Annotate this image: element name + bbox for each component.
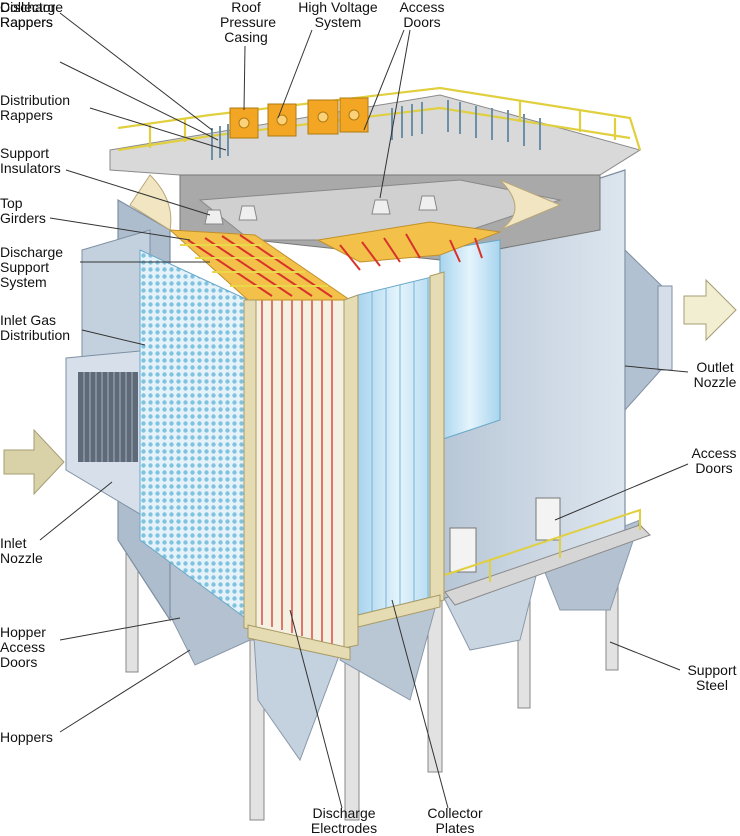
label-discharge-support-system: Discharge Support System: [0, 244, 64, 290]
label-inlet-nozzle: Inlet Nozzle: [0, 535, 43, 566]
label-outlet-nozzle: Outlet Nozzle: [693, 359, 737, 390]
label-support-insulators: Support Insulators: [0, 145, 61, 176]
discharge-electrodes: [261, 300, 333, 645]
label-roof-pressure-casing: Roof Pressure Casing: [220, 0, 277, 45]
top-girders: [168, 221, 502, 301]
label-distribution-rappers: Distribution Rappers: [0, 92, 71, 123]
label-discharge-electrodes: Discharge Electrodes: [310, 805, 378, 836]
label-collector-plates: Collector Plates: [427, 805, 483, 836]
label-hoppers: Hoppers: [0, 729, 53, 745]
discharge-electrode-frame: [247, 299, 351, 651]
label-discharge-rappers: Discharge Rappers: [0, 0, 64, 30]
leader-lines: [39, 12, 689, 809]
inlet-flow-arrow: [3, 428, 65, 496]
support-insulators: [204, 195, 438, 225]
inlet-nozzle-grille: [78, 372, 138, 462]
label-access-doors-top: Access Doors: [399, 0, 445, 30]
label-support-steel: Support Steel: [687, 662, 737, 693]
label-collector-rappers: Collector Rappers: [0, 0, 56, 30]
label-access-doors-side: Access Doors: [691, 445, 737, 476]
outlet-flow-arrow: [683, 278, 737, 342]
label-top-girders: Top Girders: [0, 195, 46, 226]
side-platform: [444, 524, 651, 606]
label-hopper-access-doors: Hopper Access Doors: [0, 624, 46, 670]
rapper-rods: [211, 100, 541, 160]
label-high-voltage-system: High Voltage System: [298, 0, 378, 30]
side-access-doors: [449, 497, 561, 573]
high-voltage-transformers: [229, 97, 369, 139]
label-inlet-gas-distribution: Inlet Gas Distribution: [0, 312, 71, 343]
